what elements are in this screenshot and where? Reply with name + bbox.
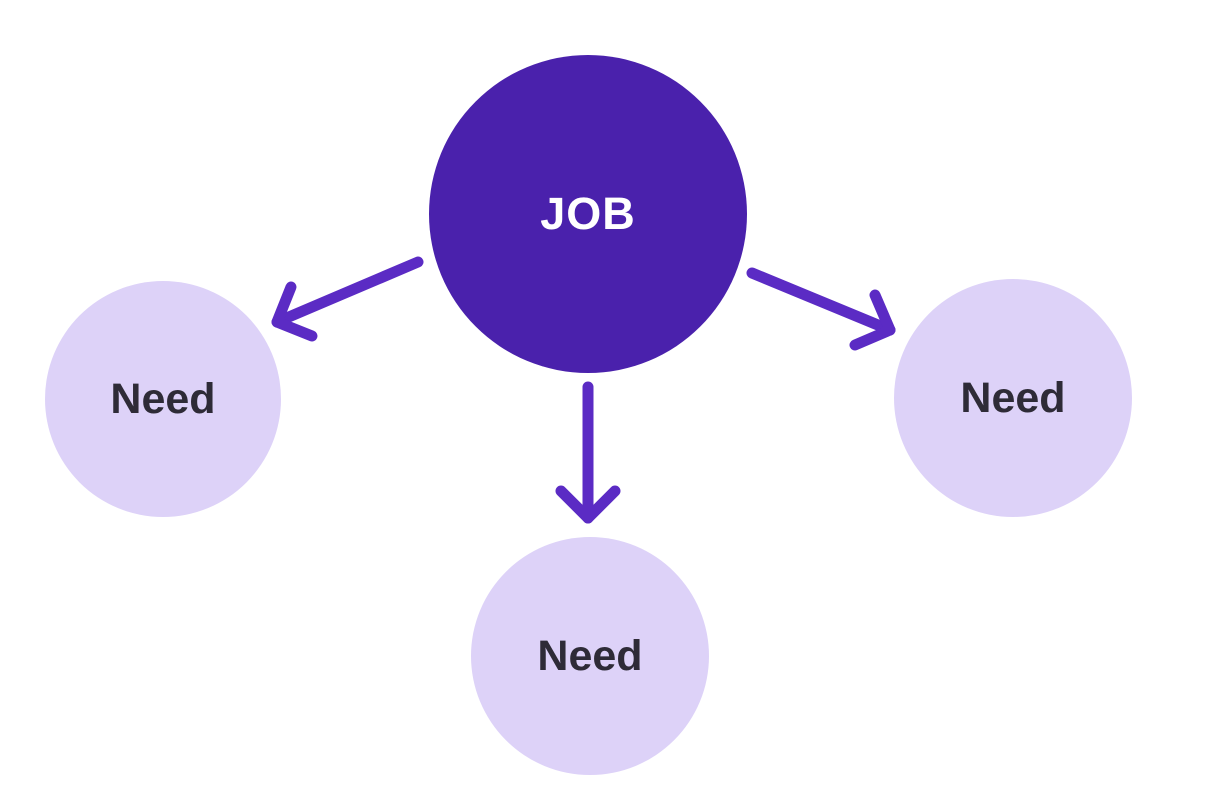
node-need-right-label: Need xyxy=(960,373,1066,422)
arrow-shaft xyxy=(746,267,896,336)
node-need-left-label: Need xyxy=(110,374,216,423)
arrow-head-icon xyxy=(271,281,318,342)
arrow-head-icon xyxy=(849,289,896,351)
arrow-head-icon xyxy=(555,485,621,524)
arrow-job-to-need-left xyxy=(271,256,424,342)
node-job: JOB xyxy=(429,55,747,373)
arrow-job-to-need-right xyxy=(746,267,896,351)
node-need-left: Need xyxy=(45,281,281,517)
arrow-job-to-need-bottom xyxy=(555,381,621,524)
arrow-shaft xyxy=(271,256,424,328)
node-need-bottom-label: Need xyxy=(537,631,643,680)
node-job-label: JOB xyxy=(540,188,636,239)
node-need-right: Need xyxy=(894,279,1132,517)
node-need-bottom: Need xyxy=(471,537,709,775)
